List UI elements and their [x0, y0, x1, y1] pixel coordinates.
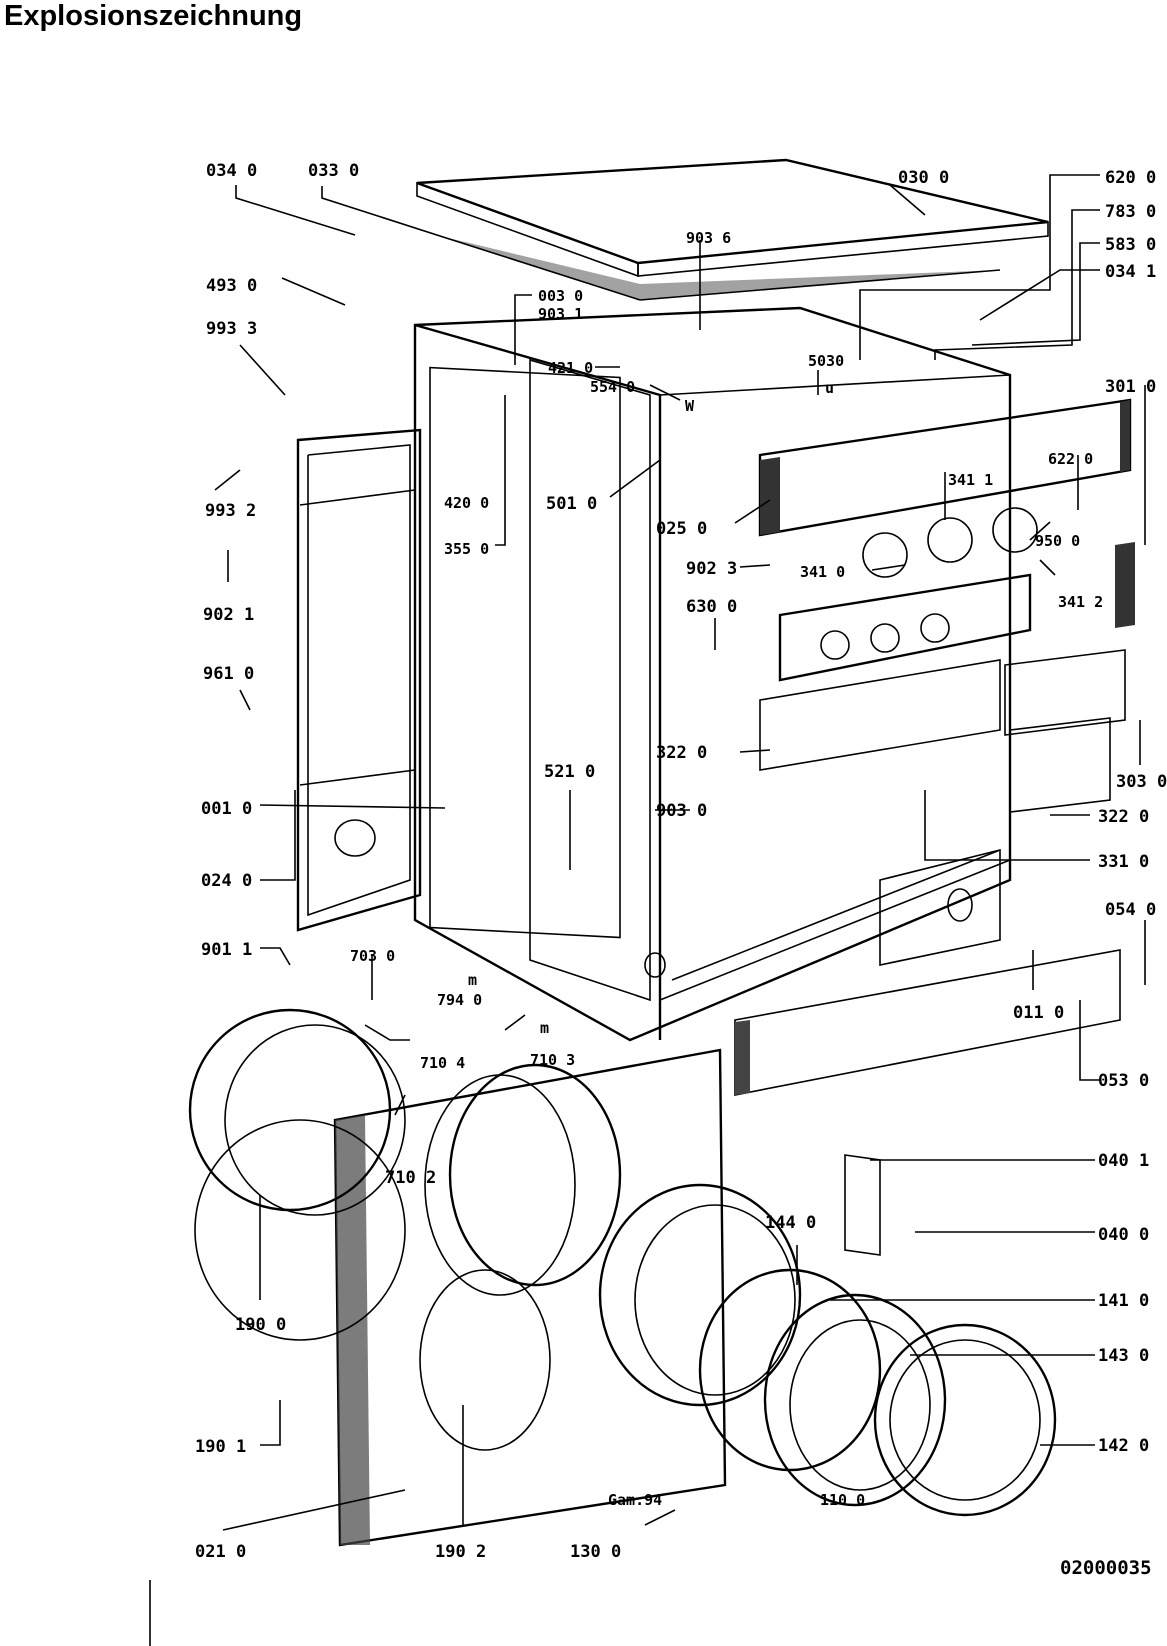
label-421-0: 421 0: [548, 359, 593, 377]
label-554-0: 554 0: [590, 378, 635, 396]
cabinet-body: [413, 306, 1012, 1042]
label-901-1: 901 1: [201, 940, 252, 960]
label-025-0: 025 0: [656, 519, 707, 539]
label-710-4: 710 4: [420, 1054, 465, 1072]
label-190-1: 190 1: [195, 1437, 246, 1457]
label-001-0: 001 0: [201, 799, 252, 819]
label-341-0: 341 0: [800, 563, 845, 581]
front-panel: [333, 949, 1121, 1547]
label-710-2: 710 2: [385, 1168, 436, 1188]
label-583-0: 583 0: [1105, 235, 1156, 255]
label-054-0: 054 0: [1105, 900, 1156, 920]
door-assembly: [448, 1063, 1057, 1517]
label-993-3: 993 3: [206, 319, 257, 339]
label-024-0: 024 0: [201, 871, 252, 891]
label-034-1: 034 1: [1105, 262, 1156, 282]
label-040-1: 040 1: [1098, 1151, 1149, 1171]
label-710-3: 710 3: [530, 1051, 575, 1069]
label-003-0: 003 0: [538, 287, 583, 305]
label-630-0: 630 0: [686, 597, 737, 617]
letter-u: u: [825, 379, 834, 397]
label-794-0: 794 0: [437, 991, 482, 1009]
label-993-2: 993 2: [205, 501, 256, 521]
label-322-0-a: 322 0: [656, 743, 707, 763]
label-030-0: 030 0: [898, 168, 949, 188]
control-panel: [758, 398, 1135, 813]
letter-m-2: m: [540, 1019, 549, 1037]
top-lid: [416, 158, 1049, 301]
leader-lines: [214, 174, 1146, 1531]
label-301-0: 301 0: [1105, 377, 1156, 397]
rear-frame: [296, 428, 422, 932]
label-033-0: 033 0: [308, 161, 359, 181]
label-110-0: 110 0: [820, 1491, 865, 1509]
signature-mark: Gam.94: [608, 1491, 662, 1509]
label-011-0: 011 0: [1013, 1003, 1064, 1023]
label-142-0: 142 0: [1098, 1436, 1149, 1456]
label-501-0: 501 0: [546, 494, 597, 514]
label-040-0: 040 0: [1098, 1225, 1149, 1245]
label-141-0: 141 0: [1098, 1291, 1149, 1311]
letter-w: W: [685, 397, 695, 415]
label-903-6: 903 6: [686, 229, 731, 247]
label-622-0: 622 0: [1048, 450, 1093, 468]
label-143-0: 143 0: [1098, 1346, 1149, 1366]
label-021-0: 021 0: [195, 1542, 246, 1562]
label-331-0: 331 0: [1098, 852, 1149, 872]
label-521-0: 521 0: [544, 762, 595, 782]
label-190-0: 190 0: [235, 1315, 286, 1335]
label-783-0: 783 0: [1105, 202, 1156, 222]
label-493-0: 493 0: [206, 276, 257, 296]
label-420-0: 420 0: [444, 494, 489, 512]
label-341-1: 341 1: [948, 471, 993, 489]
label-130-0: 130 0: [570, 1542, 621, 1562]
drawing-number: 02000035: [1060, 1557, 1152, 1579]
label-703-0: 703 0: [350, 947, 395, 965]
part-labels: 034 0 033 0 030 0 620 0 783 0 583 0 034 …: [195, 161, 1167, 1579]
label-034-0: 034 0: [206, 161, 257, 181]
label-053-0: 053 0: [1098, 1071, 1149, 1091]
label-144-0: 144 0: [765, 1213, 816, 1233]
label-322-0-b: 322 0: [1098, 807, 1149, 827]
label-950-0: 950 0: [1035, 532, 1080, 550]
letter-m-1: m: [468, 971, 477, 989]
label-355-0: 355 0: [444, 540, 489, 558]
page-title: Explosionszeichnung: [4, 0, 303, 32]
label-961-0: 961 0: [203, 664, 254, 684]
label-5030: 5030: [808, 352, 844, 370]
label-903-0: 903 0: [656, 801, 707, 821]
label-902-3: 902 3: [686, 559, 737, 579]
label-620-0: 620 0: [1105, 168, 1156, 188]
label-190-2: 190 2: [435, 1542, 486, 1562]
label-903-1: 903 1: [538, 305, 583, 323]
label-902-1: 902 1: [203, 605, 254, 625]
drum: [188, 1008, 576, 1451]
label-303-0: 303 0: [1116, 772, 1167, 792]
label-341-2: 341 2: [1058, 593, 1103, 611]
